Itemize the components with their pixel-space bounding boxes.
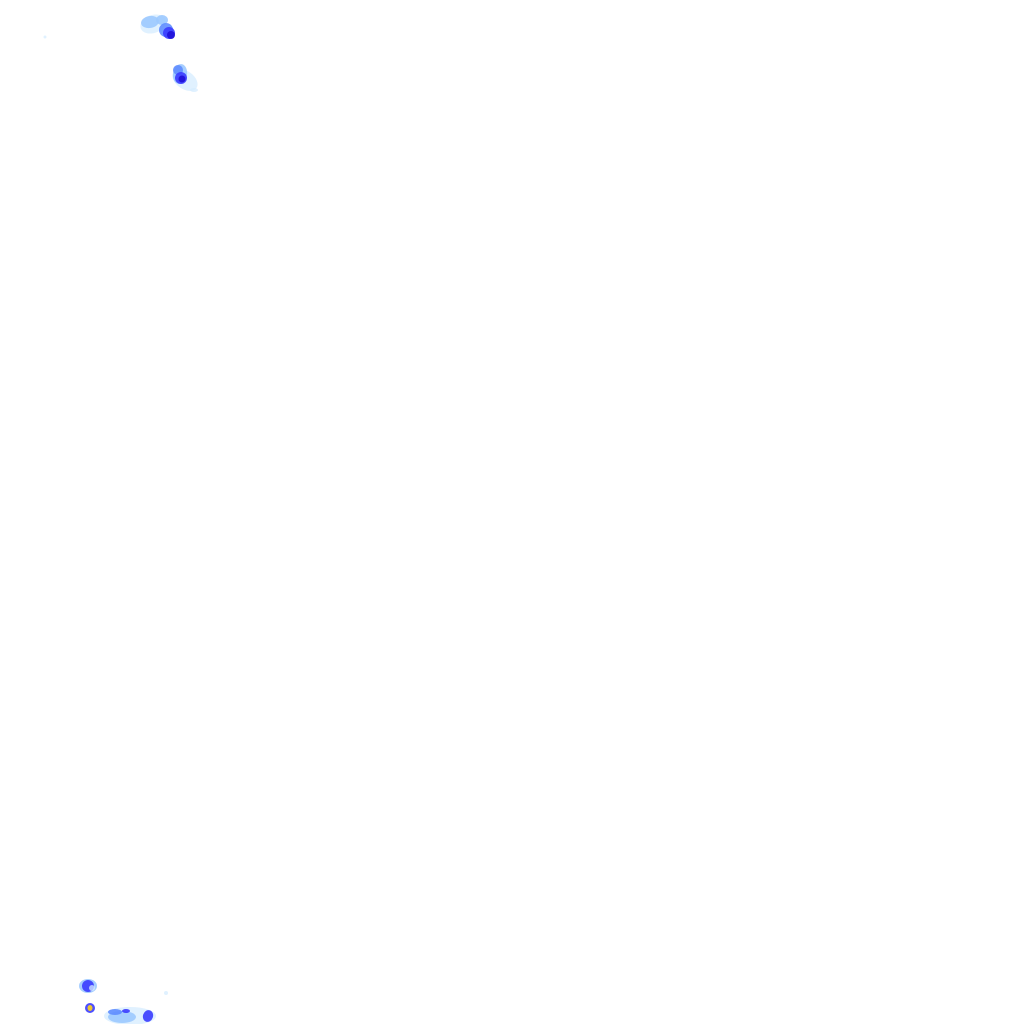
echo-cluster-south-2-cell-moderate: [122, 1009, 130, 1013]
echo-cluster-north-1-cell-heavy: [167, 31, 175, 39]
echo-cluster-north-1-cell-light: [141, 15, 159, 29]
echo-cluster-north-2: [172, 64, 198, 92]
echo-cluster-south-1-cell-very_light: [89, 985, 95, 991]
echo-cluster-south-2-cell-moderate: [142, 1010, 154, 1022]
echo-cluster-north-1: [43, 14, 175, 39]
echo-cluster-south-2-cell-moderate_light: [108, 1009, 122, 1015]
echo-cluster-north-1-cell-light: [156, 15, 168, 25]
echo-cluster-south-2-cell-very_light: [164, 991, 168, 995]
echo-cluster-south-2: [104, 991, 168, 1024]
echo-cluster-south-1-cell-very_heavy: [87, 1005, 93, 1011]
echo-cluster-north-1-cell-very_light: [43, 35, 47, 39]
echo-cluster-north-2-cell-very_light: [190, 88, 198, 92]
echo-cluster-south-1: [79, 979, 97, 1013]
echo-layer: [43, 14, 198, 1024]
echo-cluster-north-2-cell-heavy: [178, 75, 186, 83]
